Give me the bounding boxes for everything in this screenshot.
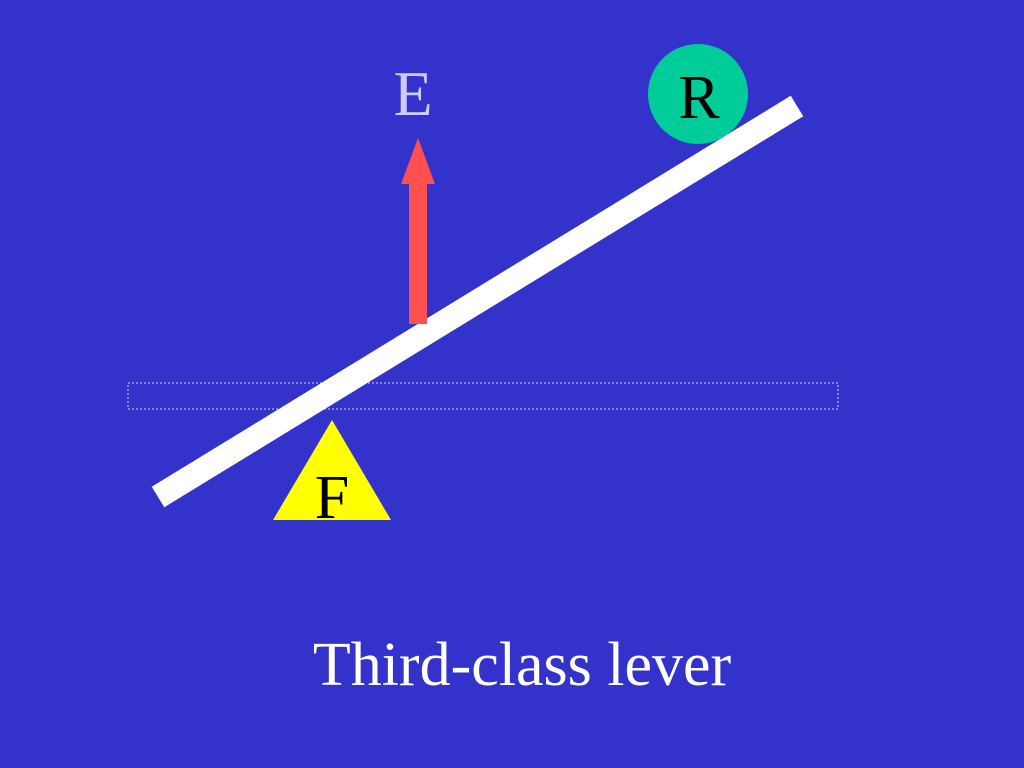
effort-arrow-shaft [409, 183, 427, 324]
effort-arrow-up-icon [401, 138, 435, 184]
fulcrum-label: F [315, 464, 349, 532]
fulcrum-triangle-icon [273, 420, 391, 520]
lever-bar [151, 95, 804, 508]
resistance-circle-icon [648, 44, 748, 144]
effort-label: E [393, 58, 432, 129]
resistance-label: R [678, 64, 720, 132]
slide-caption: Third-class lever [312, 631, 732, 699]
